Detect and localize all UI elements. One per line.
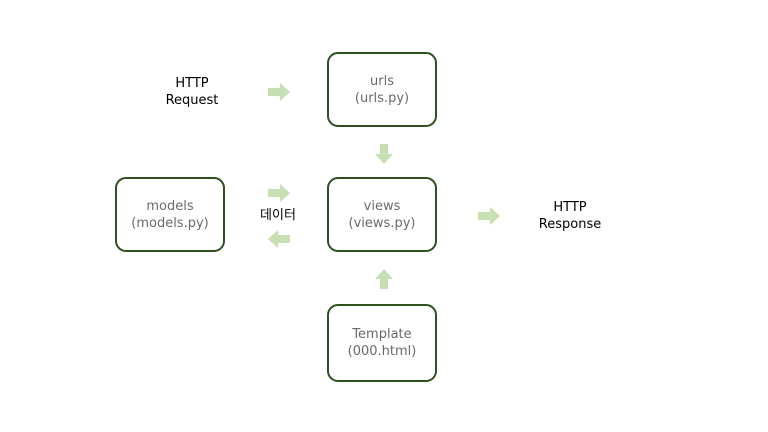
views-node-name: views: [363, 198, 401, 214]
models-node-file: (models.py): [131, 215, 209, 231]
arrow-left-data-to-models: [268, 230, 290, 248]
http-response-line1: HTTP: [553, 200, 587, 215]
template-node-name: Template: [352, 327, 412, 342]
data-label: 데이터: [260, 208, 296, 223]
http-response-line2: Response: [538, 217, 602, 232]
arrow-right-views-to-response: [478, 207, 500, 225]
models-node: models (models.py): [115, 177, 225, 252]
template-node-file: (000.html): [347, 344, 417, 359]
urls-node: urls (urls.py): [327, 52, 437, 127]
urls-node-name: urls: [370, 73, 394, 89]
views-node: views (views.py): [327, 177, 437, 252]
template-node: Template (000.html): [327, 304, 437, 382]
arrow-down-urls-to-views: [375, 144, 393, 164]
http-request-line2: Request: [165, 93, 219, 108]
arrow-right-data-to-views: [268, 184, 290, 202]
http-request-label: HTTP Request: [150, 75, 234, 109]
arrow-right-request-to-urls: [268, 83, 290, 101]
urls-node-file: (urls.py): [354, 90, 410, 106]
http-request-line1: HTTP: [175, 76, 209, 91]
arrow-up-template-to-views: [375, 269, 393, 289]
http-response-label: HTTP Response: [524, 199, 616, 233]
models-node-name: models: [146, 198, 194, 214]
views-node-file: (views.py): [348, 215, 416, 231]
